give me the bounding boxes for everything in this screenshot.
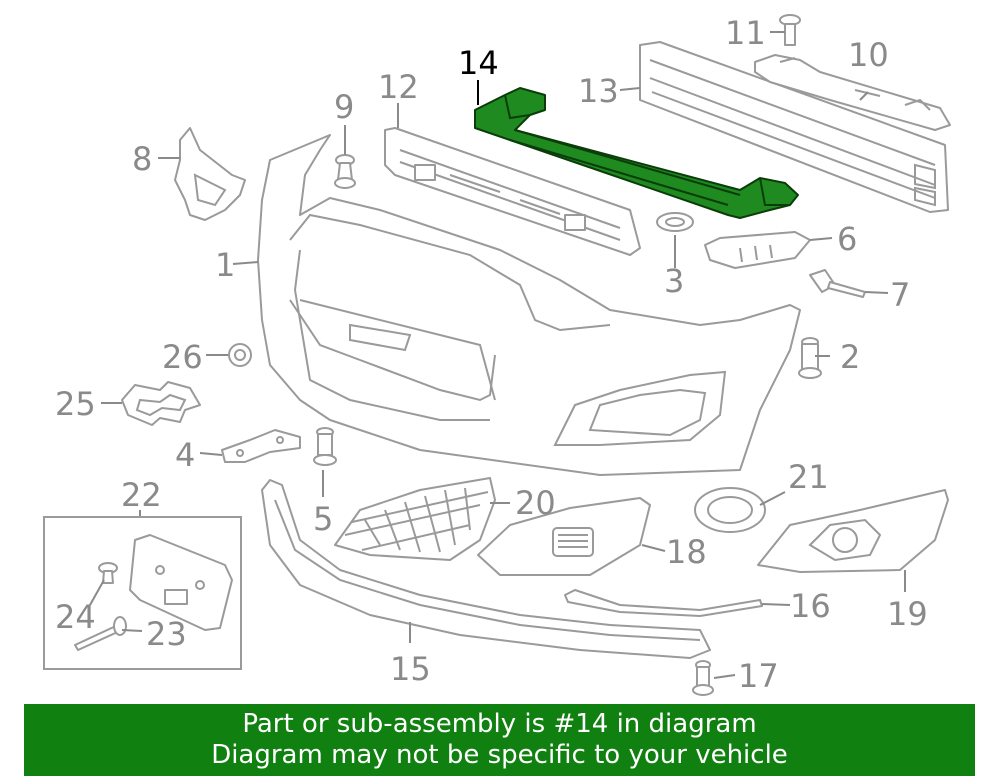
part-4-bracket[interactable]: [221, 429, 301, 463]
part-21-fog-lamp-ring[interactable]: [694, 487, 766, 533]
callout-25: 25: [55, 385, 96, 423]
callout-17: 17: [738, 657, 779, 695]
callout-4: 4: [175, 436, 195, 474]
parts-diagram: 1 2 3 4 5 6 7 8 9 10 11 12 13 14 15 16 1…: [43, 14, 951, 696]
callout-23: 23: [146, 615, 187, 653]
part-11-bolt[interactable]: [779, 14, 801, 46]
part-9-push-pin[interactable]: [334, 154, 356, 189]
callout-1: 1: [215, 246, 235, 284]
part-5-push-pin[interactable]: [313, 427, 337, 466]
part-24-screw[interactable]: [98, 562, 118, 584]
part-2-push-pin[interactable]: [798, 337, 822, 379]
part-22-license-bracket[interactable]: [129, 534, 233, 631]
callout-21: 21: [788, 458, 829, 496]
callout-26: 26: [162, 338, 203, 376]
callout-5: 5: [313, 500, 333, 538]
part-22-license-bracket-box: [43, 516, 242, 670]
part-7-bolt[interactable]: [809, 269, 866, 298]
callout-18: 18: [666, 533, 707, 571]
callout-24: 24: [55, 598, 96, 636]
callout-7: 7: [890, 276, 910, 314]
banner-line-1: Part or sub-assembly is #14 in diagram: [242, 709, 757, 739]
callout-15: 15: [390, 650, 431, 688]
part-14-reinforcement-bar[interactable]: [474, 87, 799, 219]
part-16-molding[interactable]: [564, 589, 763, 617]
part-1-bumper-fascia[interactable]: [257, 134, 801, 476]
callout-9: 9: [334, 88, 354, 126]
banner-line-2: Diagram may not be specific to your vehi…: [211, 740, 788, 770]
part-3-clip[interactable]: [656, 212, 694, 232]
leader-lines: [89, 31, 906, 679]
part-8-side-bracket[interactable]: [174, 127, 246, 221]
callout-19: 19: [887, 595, 928, 633]
callout-labels: 1 2 3 4 5 6 7 8 9 10 11 12 13 14 15 16 1…: [55, 14, 928, 695]
part-20-lower-grille[interactable]: [334, 477, 496, 561]
part-26-nut[interactable]: [228, 343, 252, 367]
callout-13: 13: [578, 72, 619, 110]
part-10-bracket[interactable]: [754, 54, 951, 131]
callout-6: 6: [837, 220, 857, 258]
callout-22: 22: [121, 476, 162, 514]
callout-16: 16: [790, 587, 831, 625]
callout-2: 2: [840, 338, 860, 376]
callout-12: 12: [378, 68, 419, 106]
part-13-impact-bar[interactable]: [639, 41, 949, 213]
part-18-fog-bezel-left[interactable]: [477, 497, 651, 576]
part-19-fog-bezel-right[interactable]: [757, 489, 949, 573]
callout-8: 8: [132, 140, 152, 178]
callout-11: 11: [725, 14, 766, 52]
part-17-push-pin[interactable]: [692, 660, 714, 696]
callout-10: 10: [848, 36, 889, 74]
part-15-lower-valance[interactable]: [261, 479, 711, 659]
callout-14: 14: [458, 44, 499, 82]
callout-20: 20: [515, 484, 556, 522]
part-12-upper-absorber[interactable]: [384, 127, 641, 256]
part-25-emblem[interactable]: [121, 381, 201, 426]
callout-3: 3: [664, 262, 684, 300]
part-6-bracket[interactable]: [704, 231, 811, 269]
info-banner: Part or sub-assembly is #14 in diagram D…: [24, 704, 975, 776]
